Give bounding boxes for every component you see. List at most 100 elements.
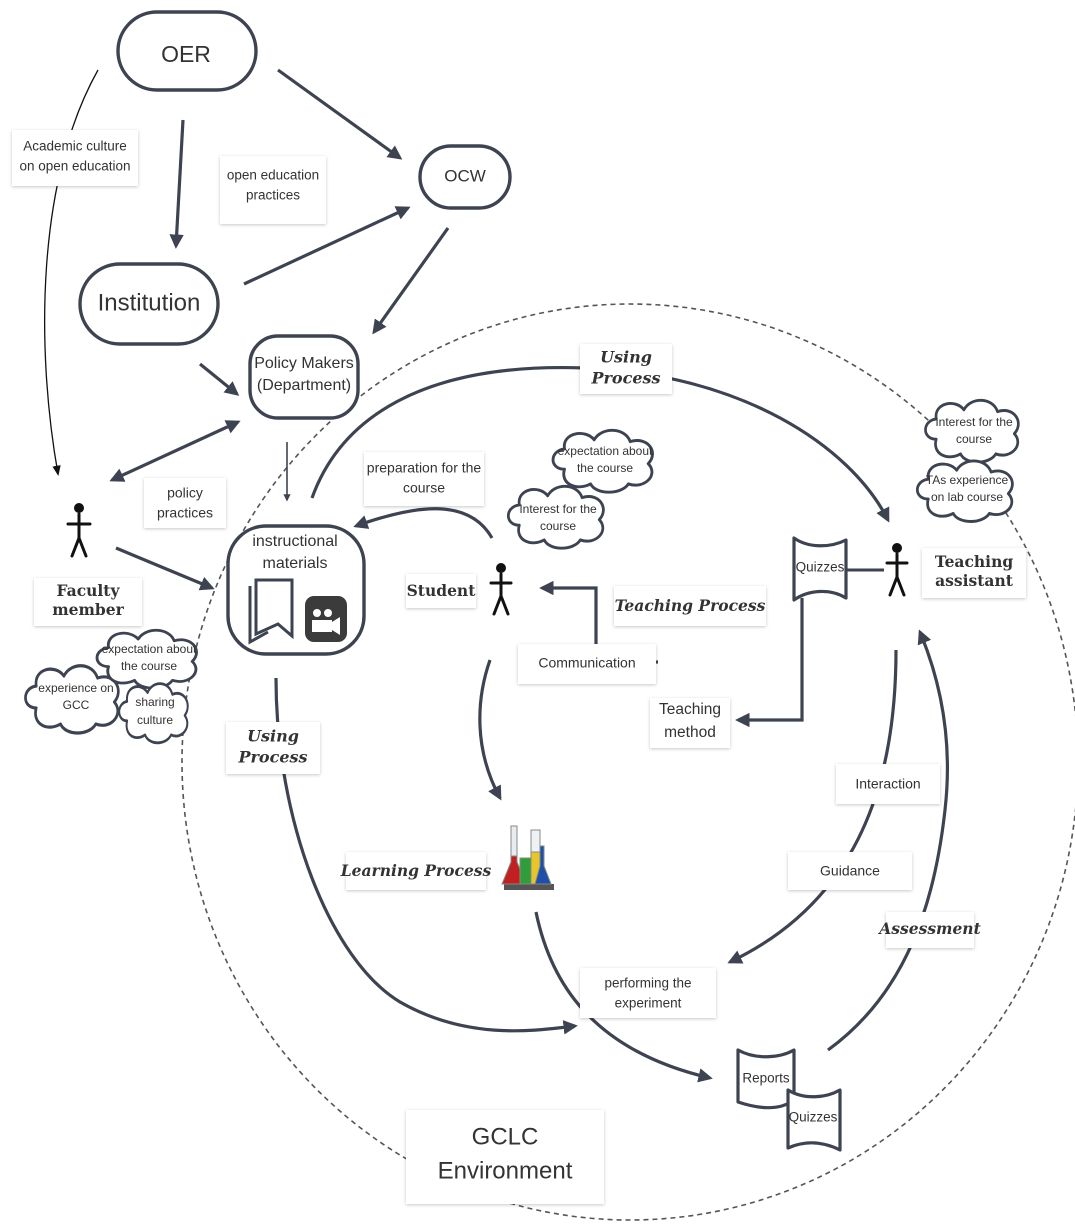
svg-text:practices: practices [157, 505, 213, 521]
document-quizzes-bottom: Quizzes [786, 1088, 842, 1152]
teaching-assistant-icon [885, 543, 909, 597]
label-policy-practices: policy practices [144, 478, 226, 528]
label-performing-experiment: performing the experiment [580, 968, 716, 1018]
node-ocw: OCW [418, 144, 512, 210]
label-open-education-practices: open education practices [220, 156, 326, 224]
label-teaching-method: Teaching method [650, 698, 730, 748]
arrow-oer-ocw [277, 68, 403, 160]
faculty-member-label: Faculty member [34, 578, 142, 626]
cloud-text-faculty-expectation-2: the course [121, 659, 177, 673]
svg-text:Quizzes: Quizzes [796, 560, 845, 575]
arrow-ta-performing [727, 649, 898, 964]
node-policy-makers: Policy Makers (Department) [248, 334, 360, 420]
cloud-text-faculty-experience-2: GCC [63, 698, 90, 712]
arrow-institution-policy [198, 362, 240, 396]
video-camera-icon [305, 596, 347, 642]
svg-text:performing the: performing the [604, 976, 691, 991]
label-teaching-process: Teaching Process [614, 586, 766, 626]
svg-text:open education: open education [227, 168, 319, 183]
arrow-student-materials [353, 507, 494, 539]
cloud-text-ta-experience-2: on lab course [931, 490, 1003, 504]
label-guidance: Guidance [788, 852, 912, 890]
svg-text:Teaching: Teaching [935, 552, 1014, 571]
arrow-oer-faculty [43, 69, 99, 477]
cloud-text-student-interest-1: Interest for the [519, 502, 597, 516]
node-instructional-materials: instructional materials [226, 524, 366, 656]
document-quizzes-ta: Quizzes [792, 536, 848, 602]
svg-text:Academic culture: Academic culture [23, 139, 127, 154]
faculty-member-icon [66, 503, 92, 558]
svg-text:Learning Process: Learning Process [340, 861, 492, 880]
label-assessment: Assessment [877, 912, 982, 948]
arrow-student-lab [478, 659, 502, 801]
svg-text:course: course [403, 480, 445, 496]
cloud-student-interest [506, 484, 605, 550]
label-using-process-left: Using Process [226, 722, 320, 774]
svg-text:assistant: assistant [935, 571, 1014, 590]
svg-text:Policy Makers: Policy Makers [254, 355, 354, 372]
svg-text:Interaction: Interaction [855, 776, 920, 792]
label-communication: Communication [518, 644, 656, 684]
svg-text:OCW: OCW [444, 166, 486, 185]
gclc-environment-boundary [181, 303, 1075, 1221]
cloud-text-ta-interest-2: course [956, 432, 992, 446]
arrow-using-process-left [274, 677, 578, 1035]
student-icon [489, 563, 513, 616]
cloud-text-student-expectation-1: expectation about [558, 444, 653, 458]
teaching-assistant-label: Teaching assistant [922, 548, 1026, 598]
svg-text:Guidance: Guidance [820, 863, 880, 879]
arrow-faculty-materials [115, 546, 215, 591]
svg-text:practices: practices [246, 188, 300, 203]
svg-text:Process: Process [590, 369, 660, 388]
label-learning-process: Learning Process [340, 852, 492, 890]
cloud-text-ta-interest-1: Interest for the [935, 415, 1013, 429]
document-stack-icon [248, 578, 294, 645]
label-academic-culture: Academic culture on open education [12, 130, 138, 186]
svg-text:Teaching: Teaching [659, 701, 721, 718]
label-using-process-top: Using Process [580, 344, 672, 394]
arrow-faculty-policy [109, 420, 241, 482]
cloud-text-faculty-sharing-1: sharing [135, 695, 174, 709]
svg-text:Institution: Institution [98, 289, 201, 316]
svg-text:Using: Using [600, 348, 652, 367]
svg-text:instructional: instructional [252, 533, 337, 550]
lab-flasks-icon [501, 825, 554, 890]
cloud-text-faculty-expectation-1: expectation about [102, 642, 197, 656]
svg-text:(Department): (Department) [257, 377, 351, 394]
svg-text:Environment: Environment [438, 1157, 573, 1184]
svg-text:method: method [664, 724, 716, 741]
svg-text:preparation for the: preparation for the [367, 460, 482, 476]
svg-text:Reports: Reports [742, 1071, 790, 1086]
svg-text:experiment: experiment [615, 996, 682, 1011]
arrow-institution-ocw [243, 206, 411, 286]
gclc-environment-label: GCLC Environment [406, 1110, 604, 1204]
label-interaction: Interaction [836, 764, 940, 804]
arrow-ocw-policy [372, 227, 450, 335]
svg-text:GCLC: GCLC [472, 1123, 539, 1150]
arrow-quizzes-method [735, 598, 804, 728]
svg-text:OER: OER [161, 41, 211, 67]
svg-text:on open education: on open education [19, 159, 130, 174]
cloud-text-faculty-sharing-2: culture [137, 713, 173, 727]
svg-text:Using: Using [247, 727, 299, 746]
svg-text:policy: policy [167, 485, 203, 501]
svg-text:Faculty: Faculty [57, 581, 121, 600]
arrow-assessment [827, 629, 949, 1052]
cloud-text-faculty-experience-1: experience on [38, 681, 113, 695]
svg-text:Communication: Communication [538, 655, 635, 671]
svg-text:Student: Student [407, 581, 477, 600]
cloud-text-student-expectation-2: the course [577, 461, 633, 475]
svg-text:Process: Process [237, 748, 307, 767]
label-preparation: preparation for the course [364, 452, 484, 506]
svg-text:Quizzes: Quizzes [789, 1110, 838, 1125]
svg-text:member: member [52, 600, 124, 619]
svg-text:Teaching Process: Teaching Process [615, 596, 766, 615]
cloud-text-ta-experience-1: TAs experience [926, 473, 1009, 487]
cloud-text-student-interest-2: course [540, 519, 576, 533]
svg-text:materials: materials [263, 555, 328, 572]
student-label: Student [406, 574, 476, 608]
document-reports: Reports [736, 1048, 796, 1110]
node-institution: Institution [78, 262, 220, 346]
svg-text:Assessment: Assessment [877, 919, 981, 938]
